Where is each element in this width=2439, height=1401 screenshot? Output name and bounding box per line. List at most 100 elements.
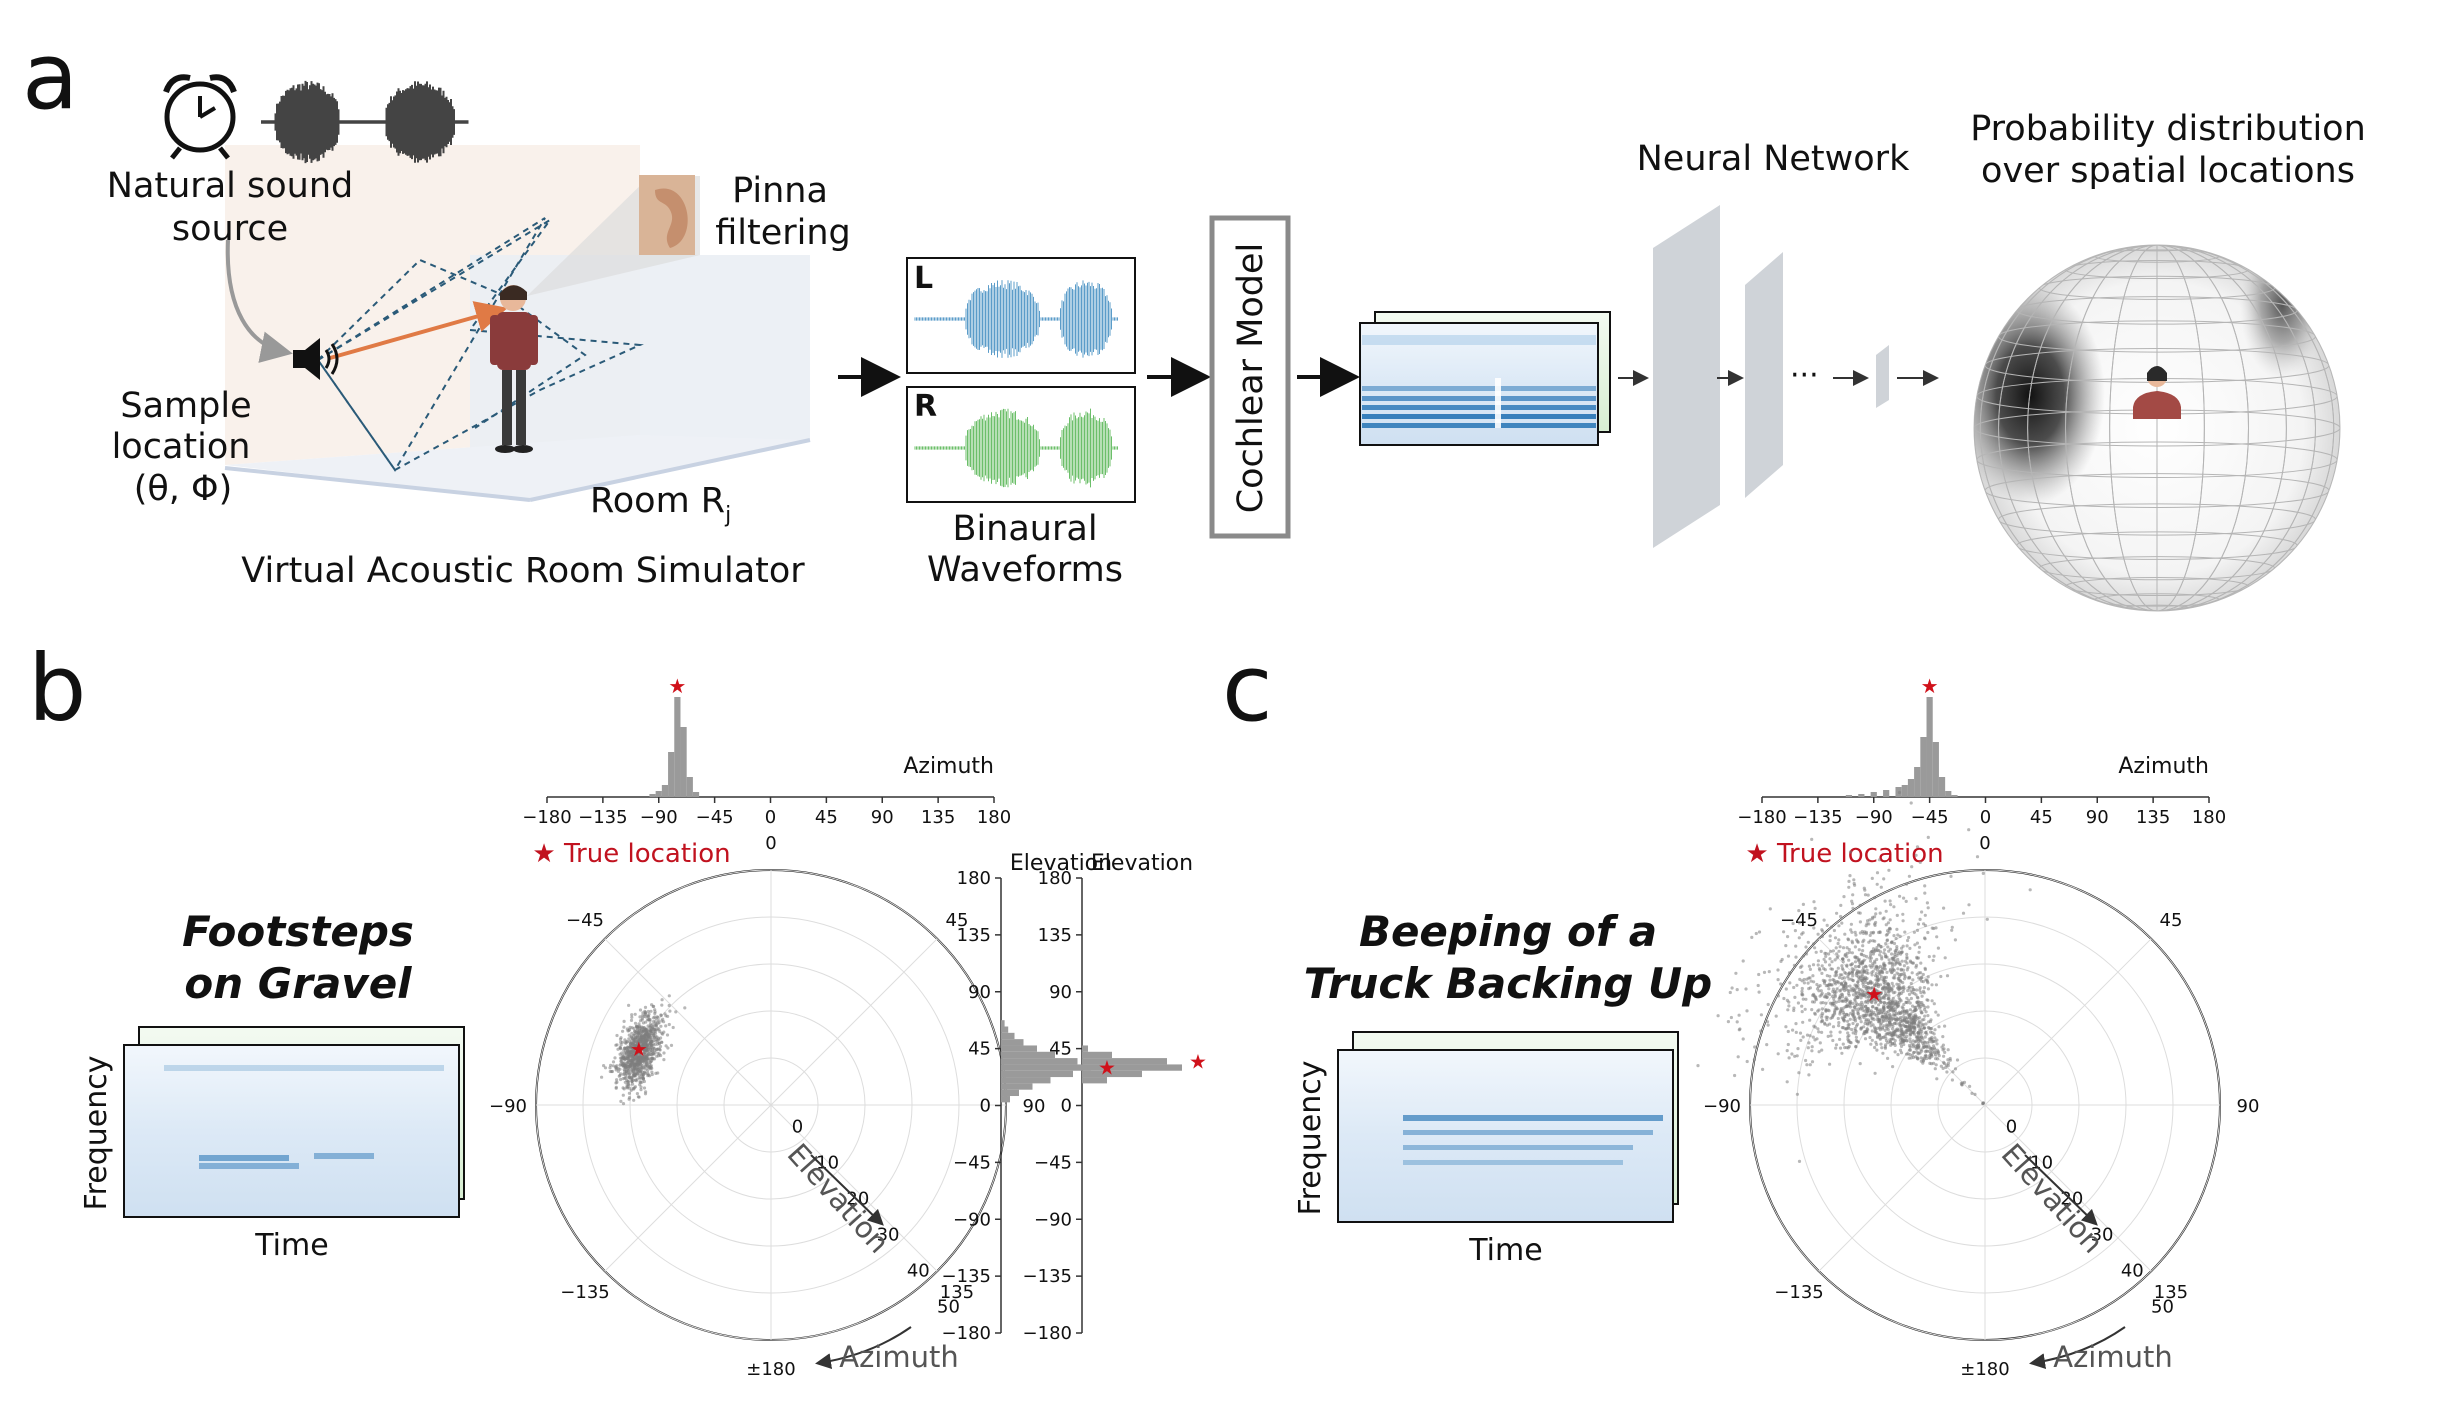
scatter-point <box>1919 1009 1923 1013</box>
azimuth-bar <box>1870 792 1877 797</box>
scatter-point <box>1858 931 1862 935</box>
scatter-point <box>1802 981 1806 985</box>
scatter-point <box>1788 981 1792 985</box>
scatter-point <box>1827 1009 1831 1013</box>
scatter-point <box>1899 1023 1903 1027</box>
scatter-point <box>1911 1015 1915 1019</box>
scatter-point <box>1716 1014 1720 1018</box>
scatter-point <box>1873 983 1877 987</box>
scatter-point <box>1899 1026 1903 1030</box>
scatter-point <box>1900 1029 1904 1033</box>
azimuth-tick-label: −90 <box>1855 807 1893 828</box>
scatter-point <box>1822 918 1826 922</box>
scatter-point <box>1921 989 1926 994</box>
scatter-point <box>1973 1092 1977 1096</box>
scatter-point <box>1851 1001 1855 1006</box>
legend-label: True location <box>1776 839 1944 869</box>
scatter-point <box>639 1038 643 1042</box>
scatter-point <box>1766 1002 1770 1007</box>
polar-angle-label: −45 <box>566 910 604 931</box>
scatter-point <box>1888 1031 1892 1035</box>
scatter-point <box>1914 897 1918 901</box>
azimuth-bar <box>1951 795 1958 797</box>
scatter-point <box>1853 960 1858 964</box>
scatter-point <box>1857 964 1861 969</box>
scatter-point <box>1874 994 1878 998</box>
scatter-point <box>1857 911 1861 915</box>
scatter-point <box>1858 976 1862 980</box>
scatter-point <box>1800 1004 1804 1008</box>
scatter-point <box>1900 1005 1904 1009</box>
scatter-point <box>1902 1002 1906 1007</box>
scatter-point <box>1811 1035 1815 1039</box>
scatter-point <box>1842 1012 1846 1016</box>
scatter-point <box>1878 1023 1883 1027</box>
scatter-point <box>1875 1035 1880 1040</box>
scatter-point <box>644 1090 648 1094</box>
polar-radial-label: 40 <box>907 1261 930 1282</box>
scatter-point <box>1794 955 1798 959</box>
scatter-point <box>1913 1009 1917 1013</box>
azimuth-hist-label: Azimuth <box>2118 754 2209 779</box>
scatter-point <box>628 1042 633 1046</box>
elevation-tick-label: 135 <box>957 925 991 946</box>
scatter-point <box>1950 1078 1954 1082</box>
scatter-point <box>1920 994 1924 998</box>
panel-letter: b <box>28 635 86 742</box>
polar-angle-label: 90 <box>1023 1096 1046 1117</box>
scatter-point <box>1809 979 1813 983</box>
sample-location-label: Sample location (θ, Φ) <box>112 386 252 509</box>
scatter-point <box>1909 1020 1914 1024</box>
scatter-point <box>637 1030 641 1034</box>
scatter-point <box>1834 1046 1838 1050</box>
scatter-point <box>1967 903 1971 907</box>
scatter-point <box>1900 950 1904 954</box>
scatter-point <box>627 1003 631 1008</box>
scatter-point <box>1888 918 1892 922</box>
scatter-point <box>1765 1043 1769 1047</box>
scatter-point <box>1843 952 1847 957</box>
scatter-point <box>1907 1048 1912 1052</box>
scatter-point <box>1892 956 1896 960</box>
scatter-point <box>1853 964 1858 969</box>
scatter-point <box>1878 1034 1882 1038</box>
scatter-point <box>1918 986 1922 990</box>
scatter-point <box>1745 1059 1749 1064</box>
scatter-point <box>1925 901 1929 905</box>
elevation-axis-arrow <box>2024 1154 2098 1226</box>
scatter-point <box>1913 1028 1917 1032</box>
scatter-point <box>631 1086 635 1090</box>
legend-star: ★ <box>1745 839 1768 869</box>
scatter-point <box>1870 1000 1874 1005</box>
scatter-point <box>1927 1020 1931 1024</box>
scatter-point <box>1913 1040 1917 1044</box>
scatter-point <box>1895 927 1899 932</box>
scatter-point <box>637 1073 641 1077</box>
probability-sphere <box>1973 244 2341 612</box>
scatter-point <box>1827 982 1831 986</box>
scatter-point <box>1885 1001 1889 1006</box>
scatter-point <box>666 1046 670 1050</box>
scatter-point <box>1884 923 1888 927</box>
scatter-point <box>618 1046 622 1050</box>
scatter-point <box>1878 1037 1882 1041</box>
scatter-point <box>1930 999 1934 1003</box>
scatter-point <box>1870 1005 1875 1009</box>
scatter-point <box>638 1015 642 1019</box>
scatter-point <box>1923 1014 1927 1018</box>
scatter-point <box>1837 1024 1841 1028</box>
scatter-point <box>1886 921 1890 925</box>
cochleagram-stack <box>1359 311 1611 446</box>
scatter-point <box>1835 952 1839 956</box>
distribution-label: Probability distribution over spatial lo… <box>1970 109 2366 191</box>
scatter-point <box>627 1091 632 1095</box>
elevation-bar <box>1001 1058 1078 1065</box>
scatter-point <box>1909 981 1913 986</box>
scatter-point <box>1882 1000 1886 1005</box>
scatter-point <box>1832 997 1836 1001</box>
scatter-point <box>667 1003 671 1008</box>
scatter-point <box>1909 960 1913 964</box>
scatter-point <box>1907 1025 1911 1029</box>
scatter-point <box>1926 1005 1930 1009</box>
